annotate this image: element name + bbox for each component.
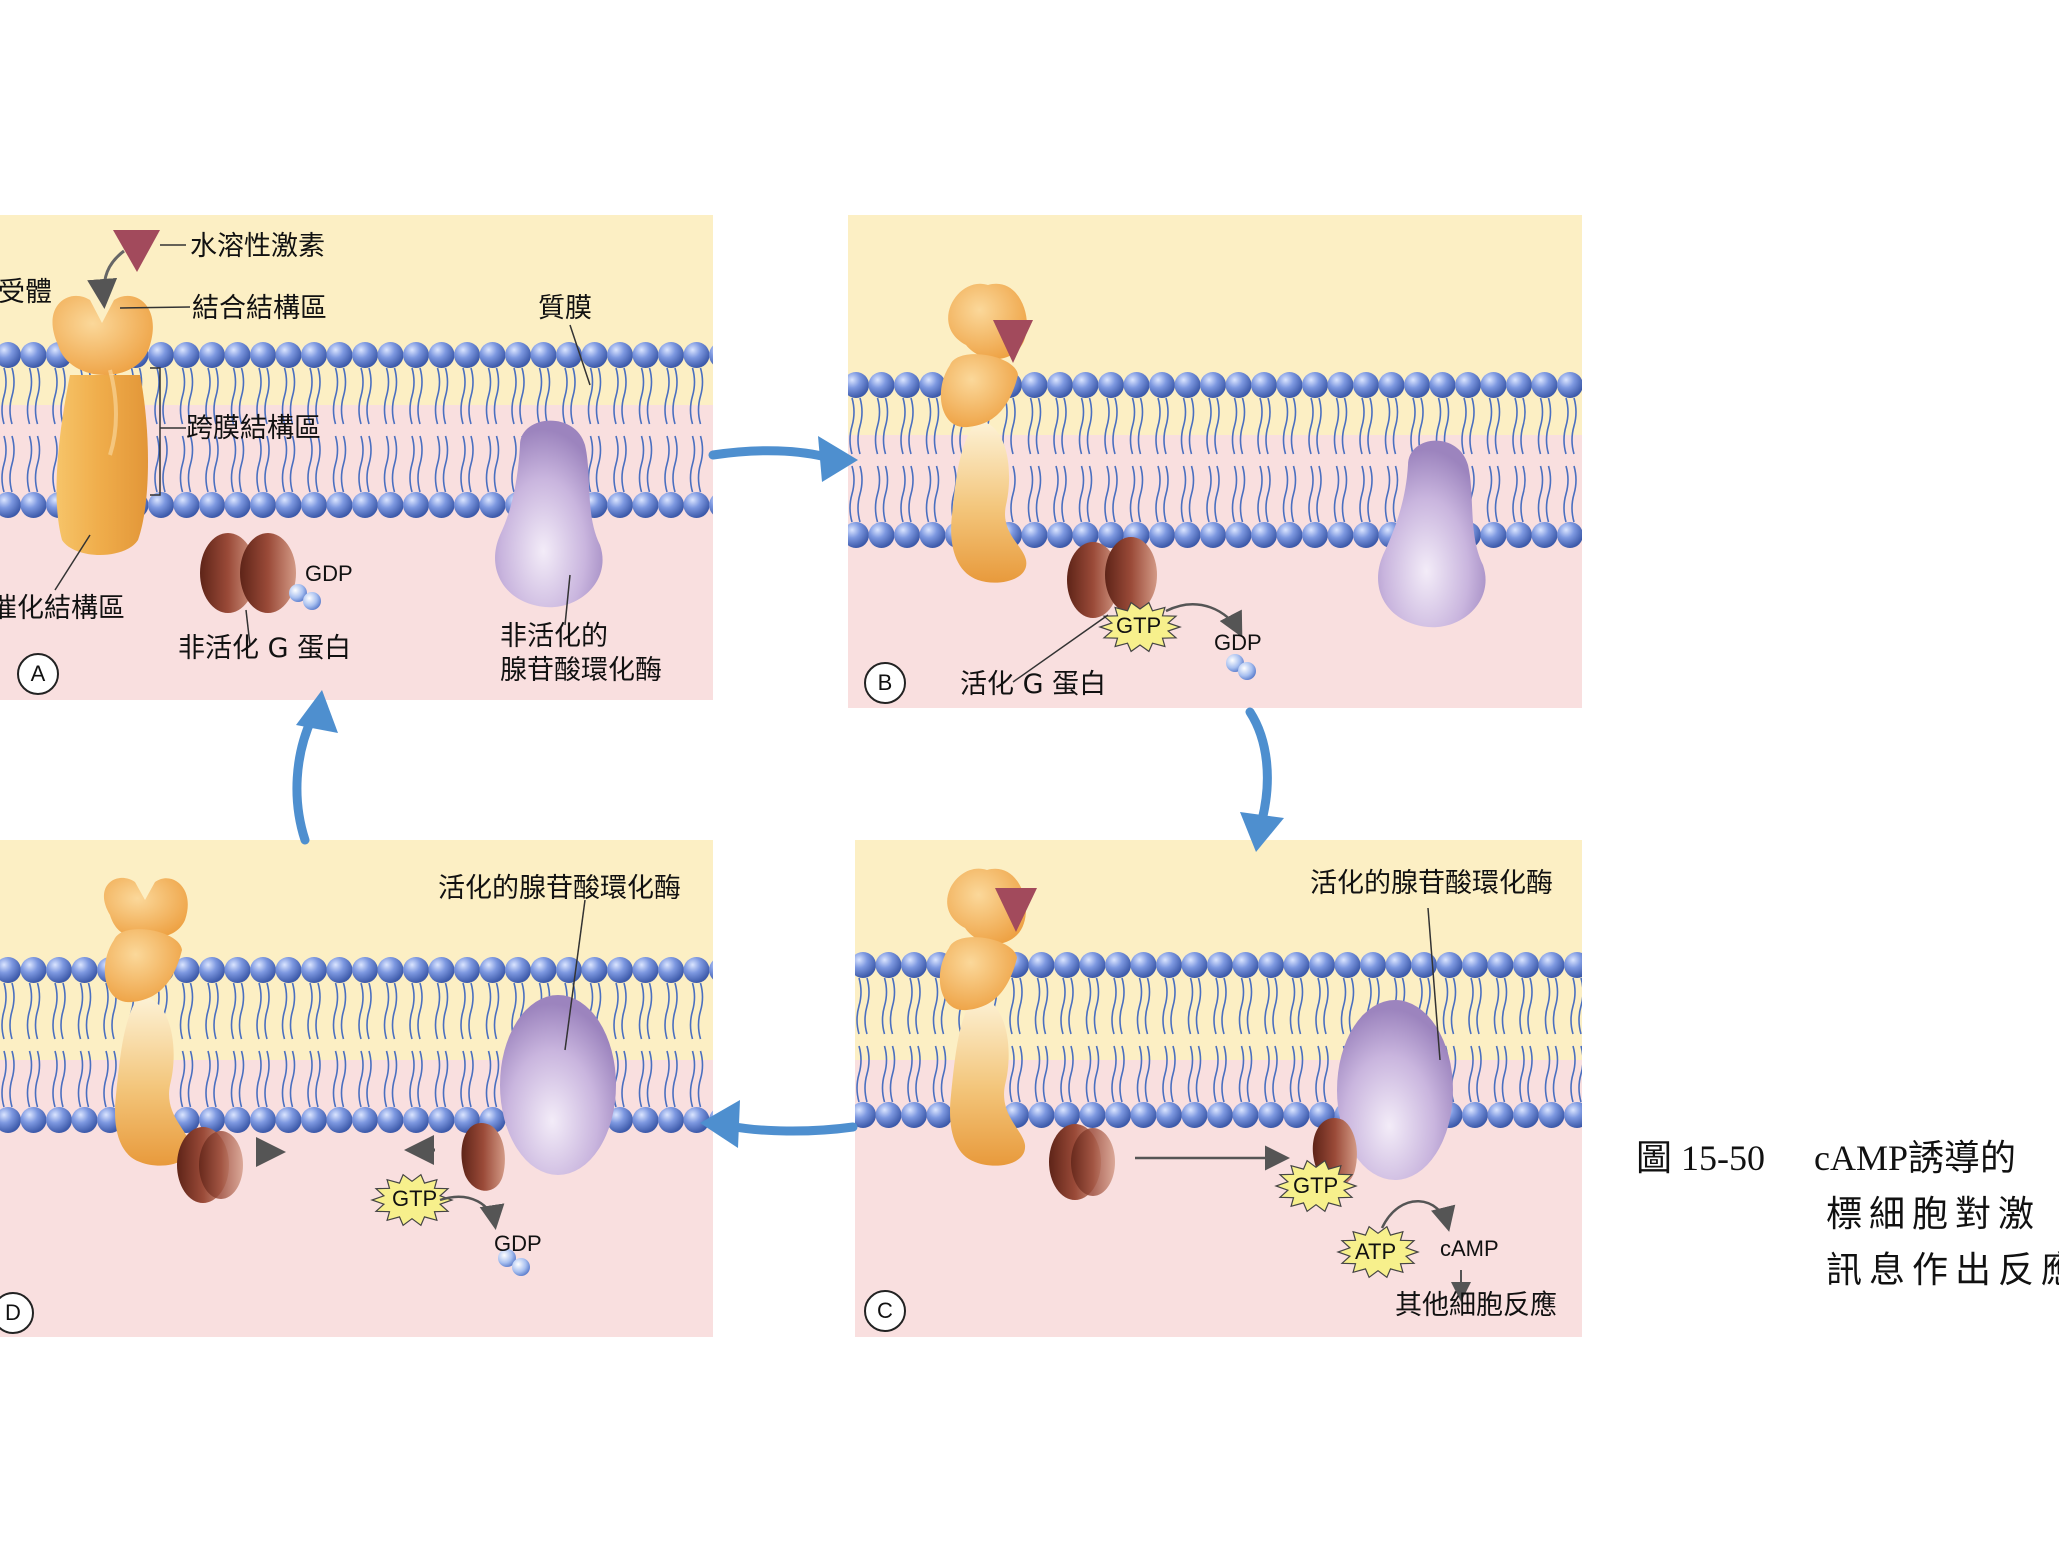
caption-line-1: cAMP誘導的 (1814, 1138, 2017, 1178)
panel-b-art (848, 215, 1582, 708)
hormone-bound (993, 320, 1033, 363)
adenylyl-cyclase-inactive (495, 420, 603, 608)
receptor (939, 868, 1026, 1166)
caption-line-2: 標細胞對激 (1826, 1194, 2042, 1234)
panel-letter-a: A (17, 653, 59, 695)
label-catalytic-domain: 催化結構區 (0, 593, 125, 624)
receptor (103, 877, 191, 1166)
g-protein-inactive (200, 533, 296, 613)
label-camp: cAMP (1440, 1236, 1499, 1261)
label-gtp: GTP (392, 1186, 438, 1211)
hormone (113, 230, 160, 272)
adenylyl-cyclase-inactive (1378, 440, 1486, 628)
panel-letter-d: D (0, 1292, 34, 1334)
panel-d-art (0, 840, 713, 1337)
figure-number: 圖 15-50 (1636, 1138, 1765, 1178)
panel-letter-c: C (864, 1290, 906, 1332)
label-inactive-enzyme-1: 非活化的 (500, 621, 608, 652)
gdp-molecule (289, 584, 321, 610)
gtp-burst (1274, 1159, 1358, 1213)
label-active-g-protein: 活化 G 蛋白 (960, 669, 1107, 700)
panel-a: 水溶性激素 受體 結合結構區 質膜 跨膜結構區 催化結構區 GDP 非活化 G … (0, 215, 713, 700)
g-protein-active (1067, 537, 1157, 618)
label-hormone: 水溶性激素 (190, 231, 325, 262)
atp-burst (1336, 1225, 1420, 1279)
gdp-molecule (498, 1249, 530, 1276)
receptor (52, 295, 153, 555)
adenylyl-cyclase-active (1337, 1000, 1453, 1180)
label-gtp: GTP (1116, 613, 1162, 638)
gtp-burst (370, 1173, 454, 1227)
panel-letter-b: B (864, 662, 906, 704)
label-receptor: 受體 (0, 277, 52, 308)
arrow-a-to-b (708, 446, 835, 463)
panel-a-art (0, 215, 713, 700)
caption-line-3: 訊息作出反應 (1826, 1250, 2059, 1290)
gdp-molecule (1226, 654, 1256, 680)
panel-d: 活化的腺苷酸環化酶 GTP GDP D (0, 840, 713, 1337)
label-gdp: GDP (305, 561, 353, 586)
label-binding-domain: 結合結構區 (192, 293, 327, 324)
receptor (940, 283, 1027, 583)
g-alpha-subunit (461, 1123, 505, 1191)
arrow-c-to-d (725, 1121, 858, 1136)
label-active-enzyme: 活化的腺苷酸環化酶 (1310, 868, 1553, 899)
label-atp: ATP (1355, 1239, 1397, 1264)
label-active-enzyme: 活化的腺苷酸環化酶 (438, 873, 681, 904)
g-protein-beta-gamma (1049, 1124, 1115, 1200)
label-gtp: GTP (1293, 1173, 1339, 1198)
gtp-burst (1098, 601, 1182, 653)
label-membrane: 質膜 (538, 293, 592, 324)
label-transmembrane-domain: 跨膜結構區 (186, 413, 321, 444)
panel-c: 活化的腺苷酸環化酶 GTP ATP cAMP 其他細胞反應 C (855, 840, 1582, 1337)
hormone-bound (995, 888, 1037, 932)
label-other-responses: 其他細胞反應 (1395, 1290, 1557, 1321)
label-inactive-enzyme-2: 腺苷酸環化酶 (500, 655, 662, 686)
label-gdp: GDP (494, 1231, 542, 1256)
adenylyl-cyclase-active (500, 995, 616, 1175)
arrow-b-to-c (1245, 707, 1272, 825)
panel-b: GTP GDP 活化 G 蛋白 B (848, 215, 1582, 708)
g-protein-beta-gamma (177, 1127, 243, 1203)
label-gdp: GDP (1214, 630, 1262, 655)
label-inactive-g-protein: 非活化 G 蛋白 (178, 633, 352, 664)
panel-c-art (855, 840, 1582, 1337)
arrow-d-to-a (292, 713, 317, 845)
